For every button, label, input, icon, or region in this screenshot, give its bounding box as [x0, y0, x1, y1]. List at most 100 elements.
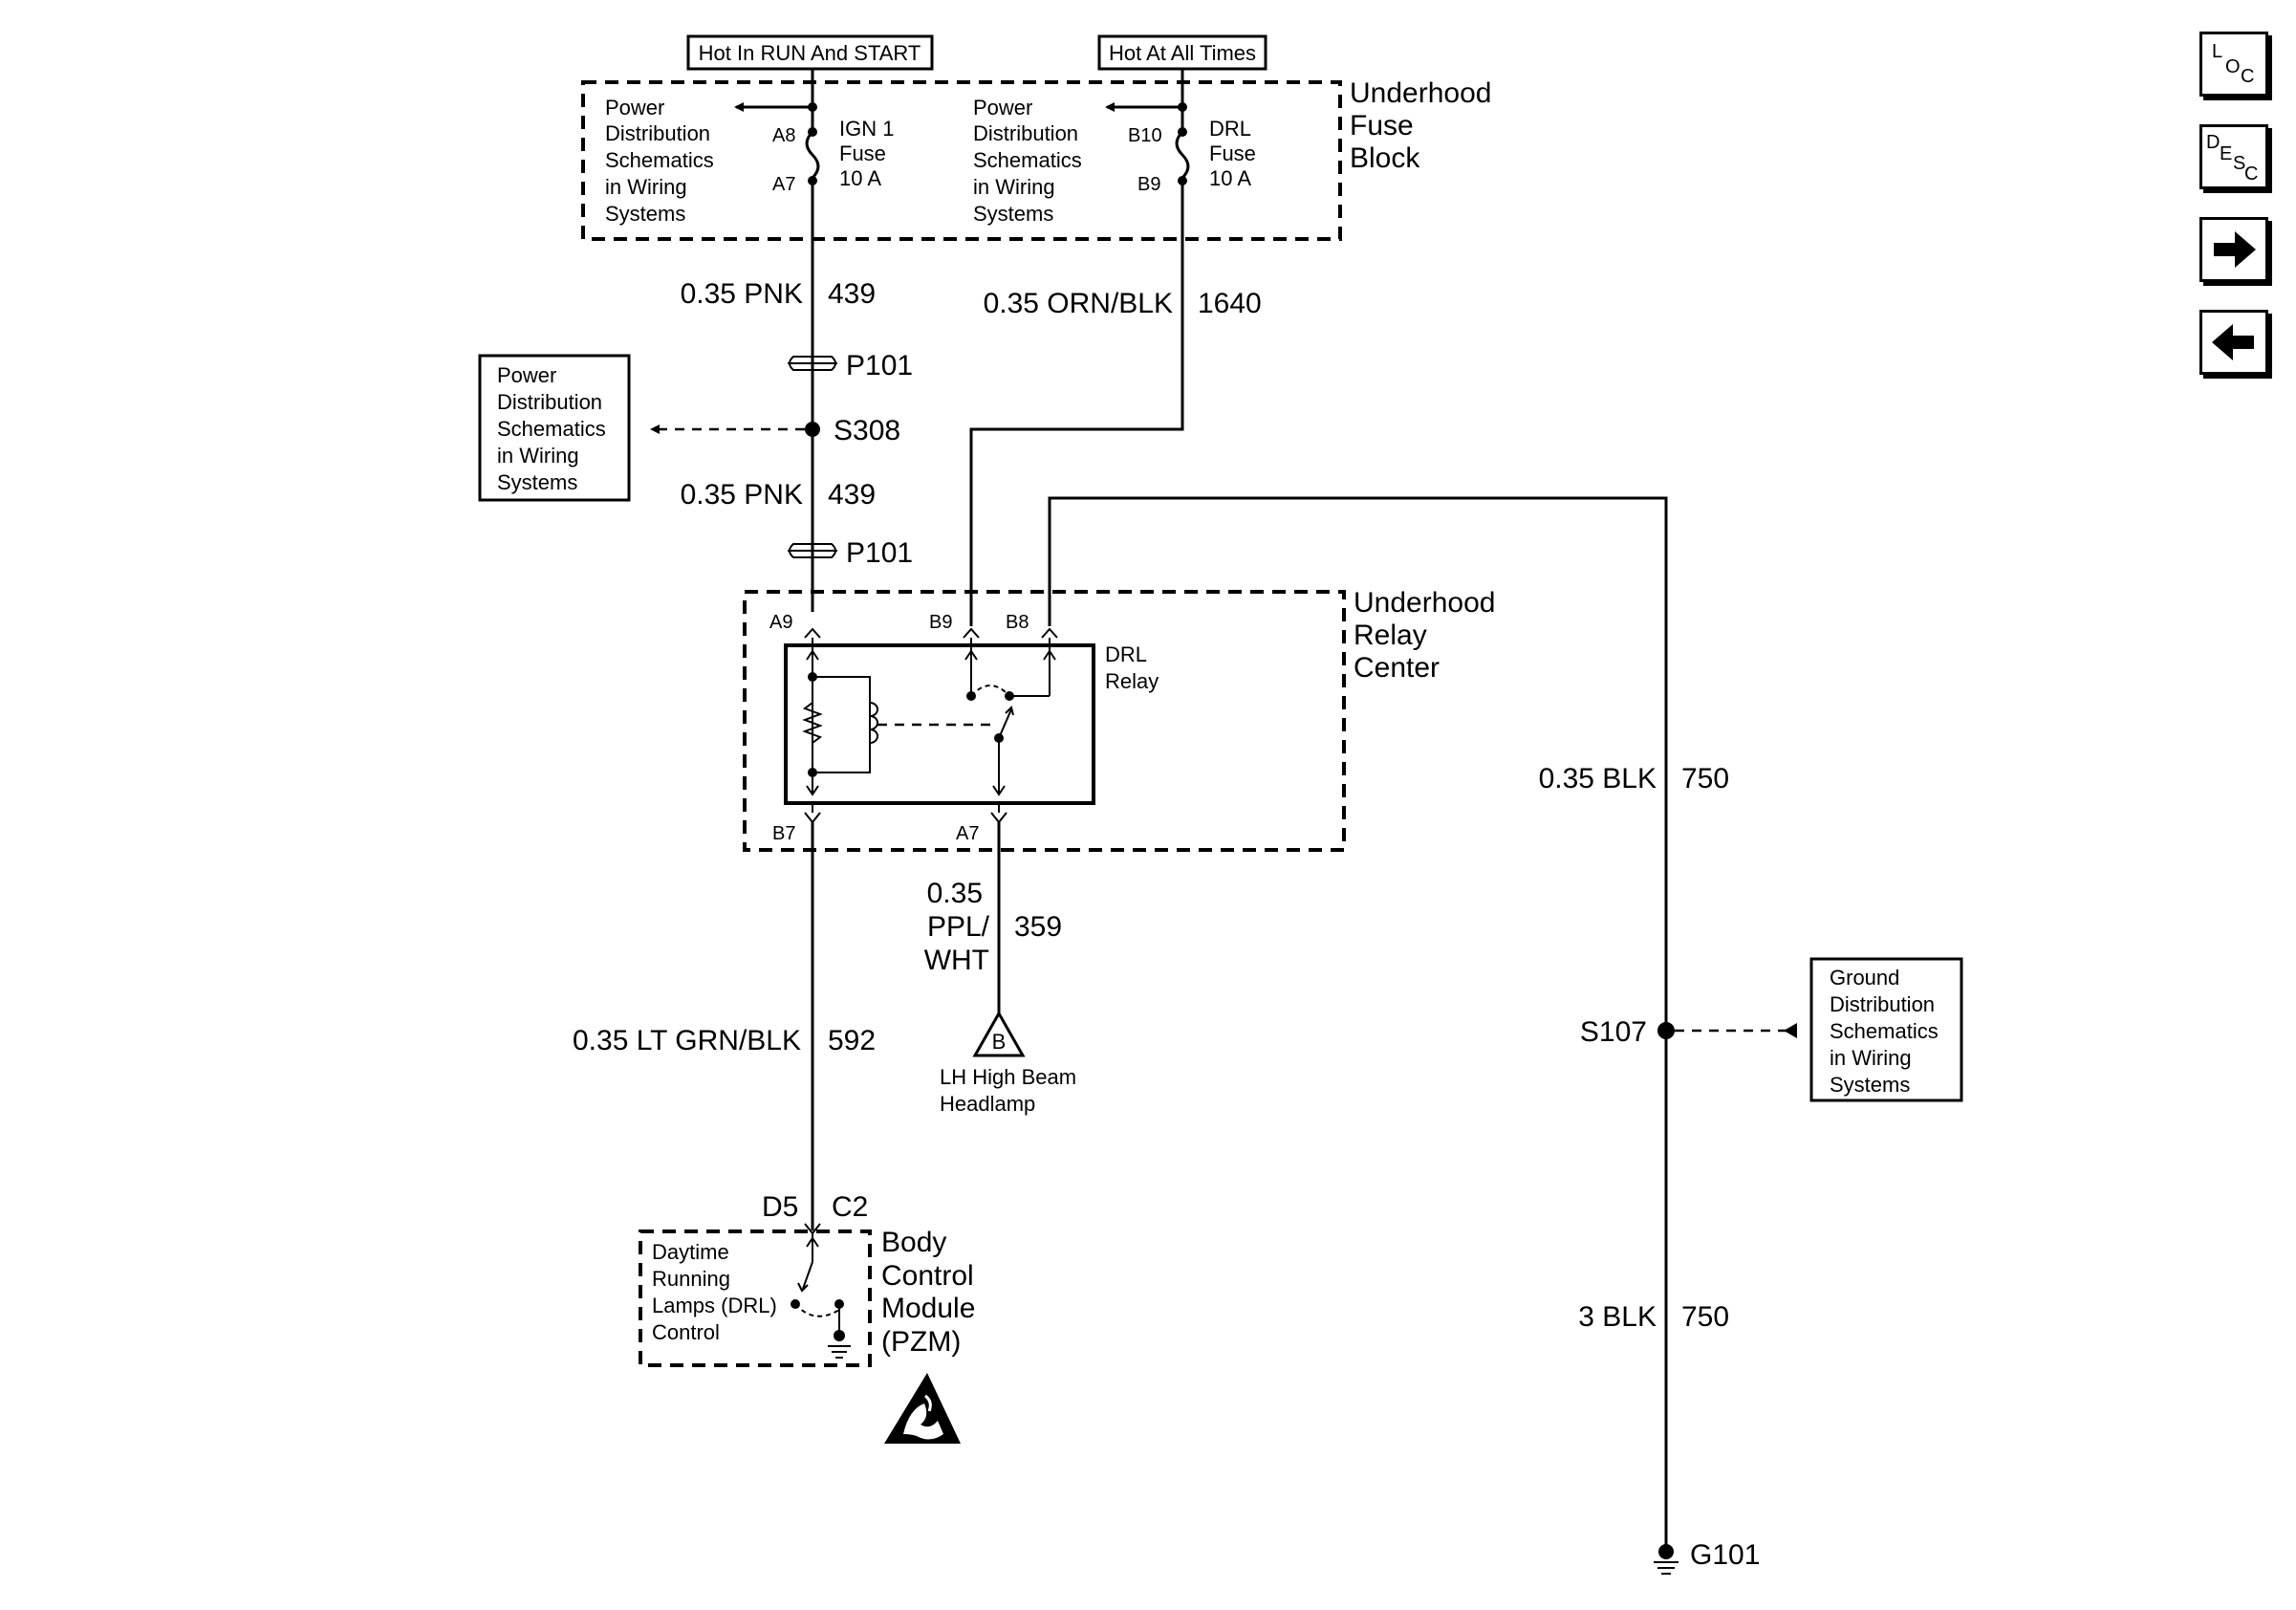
power-dist-ref-drl: Power Distribution Schematics in Wiring … [973, 96, 1082, 226]
wire-blk-lower-gauge: 3 BLK [1578, 1301, 1657, 1333]
ign-fuse-label: IGN 1 Fuse 10 A [839, 117, 894, 190]
splice-s308 [805, 422, 820, 437]
svg-text:Distribution: Distribution [497, 390, 602, 414]
power-dist-ref-left-box: Power Distribution Schematics in Wiring … [478, 354, 631, 502]
ground-g101-icon [1654, 1544, 1679, 1575]
svg-text:Power: Power [973, 96, 1032, 120]
relay-center-title-line1: Underhood [1354, 587, 1495, 619]
coil-icon [869, 702, 878, 744]
bcm-switch-to-ground [791, 1233, 851, 1359]
hot-run-start-label: Hot In RUN And START [686, 34, 934, 71]
svg-text:Systems: Systems [1830, 1073, 1910, 1097]
drl-relay-label-line1: DRL [1105, 642, 1147, 666]
svg-text:Fuse: Fuse [1209, 141, 1256, 165]
loc-letter-c: C [2241, 66, 2254, 87]
wire-ppl-wht-circuit: 359 [1014, 911, 1062, 943]
wire-blk-upper-gauge: 0.35 BLK [1539, 763, 1657, 794]
wire-pnk-upper-circuit: 439 [828, 278, 876, 310]
wire-lt-grn-blk-gauge: 0.35 LT GRN/BLK [573, 1025, 801, 1056]
pin-a9: A9 [769, 612, 792, 633]
arrow-left-icon [2212, 324, 2254, 360]
svg-text:Power: Power [605, 96, 664, 120]
bcm-title-line2: Control [881, 1260, 974, 1292]
fuse-block-title-line3: Block [1350, 142, 1420, 174]
wire-ppl-wht-gauge-line1: 0.35 [927, 878, 983, 909]
svg-text:in Wiring: in Wiring [1830, 1046, 1912, 1070]
desc-button[interactable]: D E S C [2199, 124, 2268, 189]
svg-text:P101: P101 [846, 350, 913, 381]
wire-blk-lower-circuit: 750 [1681, 1301, 1729, 1333]
drl-relay-label-line2: Relay [1105, 669, 1159, 693]
pin-b9-fuse: B9 [1137, 174, 1160, 195]
wire-orn-blk-gauge: 0.35 ORN/BLK [984, 288, 1173, 319]
relay-switch [964, 638, 1056, 796]
relay-coil [802, 638, 878, 796]
svg-text:Control: Control [652, 1320, 720, 1344]
drl-fuse-label: DRL Fuse 10 A [1209, 117, 1256, 190]
splice-s308-label: S308 [834, 415, 900, 446]
connector-p101-upper: P101 [788, 350, 913, 381]
hot-all-times-label: Hot At All Times [1097, 34, 1267, 71]
pin-a7-fuse: A7 [772, 174, 795, 195]
connector-p101-lower: P101 [788, 537, 913, 569]
svg-text:Daytime: Daytime [652, 1240, 729, 1264]
pin-a8: A8 [772, 125, 795, 146]
fuse-block-title-line2: Fuse [1350, 110, 1414, 141]
ground-dist-ref-box: Ground Distribution Schematics in Wiring… [1809, 957, 1963, 1102]
pin-b8: B8 [1006, 612, 1029, 633]
next-button[interactable] [2199, 217, 2268, 282]
esd-warning-icon [884, 1373, 961, 1444]
headlamp-label-line1: LH High Beam [940, 1065, 1076, 1089]
svg-text:Lamps (DRL): Lamps (DRL) [652, 1294, 777, 1317]
pin-b10: B10 [1128, 125, 1162, 146]
bcm-drl-control-label: Daytime Running Lamps (DRL) Control [652, 1240, 777, 1344]
wire-pnk-lower-gauge: 0.35 PNK [681, 479, 803, 511]
pin-d5: D5 [762, 1191, 798, 1223]
wire-orn-blk-1640 [969, 181, 1184, 626]
loc-letter-o: O [2225, 56, 2241, 77]
desc-letter-s: S [2233, 153, 2245, 174]
svg-text:Ground: Ground [1830, 966, 1899, 990]
splice-s107-label: S107 [1580, 1016, 1647, 1048]
svg-text:Distribution: Distribution [973, 121, 1078, 145]
splice-s107 [1657, 1022, 1675, 1039]
svg-text:IGN 1: IGN 1 [839, 117, 894, 141]
pin-b9-relay: B9 [929, 612, 952, 633]
ground-g101-label: G101 [1690, 1539, 1760, 1571]
svg-text:Running: Running [652, 1267, 730, 1291]
headlamp-label-line2: Headlamp [940, 1092, 1035, 1116]
wire-orn-blk-circuit: 1640 [1198, 288, 1262, 319]
pin-b7: B7 [772, 823, 795, 844]
svg-text:10 A: 10 A [1209, 166, 1251, 190]
svg-text:Systems: Systems [605, 202, 685, 226]
desc-letter-e: E [2220, 143, 2232, 164]
svg-text:Distribution: Distribution [1830, 992, 1935, 1016]
svg-text:P101: P101 [846, 537, 913, 569]
wire-pnk-lower-circuit: 439 [828, 479, 876, 511]
desc-letter-d: D [2206, 132, 2220, 153]
ign-fuse-symbol [805, 130, 820, 180]
svg-text:in Wiring: in Wiring [605, 175, 687, 199]
power-dist-ref-ign: Power Distribution Schematics in Wiring … [605, 96, 714, 226]
svg-text:Power: Power [497, 363, 556, 387]
svg-text:Schematics: Schematics [497, 417, 606, 441]
svg-text:DRL: DRL [1209, 117, 1251, 141]
wire-ppl-wht-gauge-line2: PPL/ [927, 911, 990, 943]
svg-text:Systems: Systems [973, 202, 1053, 226]
resistor-icon [802, 702, 823, 744]
drl-fuse-symbol [1175, 130, 1190, 180]
drl-relay-box [784, 643, 1095, 805]
back-button[interactable] [2199, 310, 2268, 375]
svg-text:Systems: Systems [497, 470, 577, 494]
bcm-title-line4: (PZM) [881, 1326, 961, 1358]
underhood-relay-center-outline [743, 590, 1346, 852]
wire-ppl-wht-gauge-line3: WHT [924, 945, 989, 976]
loc-button[interactable]: L O C [2199, 32, 2268, 97]
svg-text:Fuse: Fuse [839, 141, 886, 165]
headlamp-ref-triangle-icon: B [972, 1010, 1026, 1057]
bcm-title-line1: Body [881, 1227, 946, 1258]
hot-run-start-text: Hot In RUN And START [699, 41, 921, 65]
fuse-block-title-line1: Underhood [1350, 77, 1491, 109]
relay-center-title-line2: Relay [1354, 620, 1427, 651]
